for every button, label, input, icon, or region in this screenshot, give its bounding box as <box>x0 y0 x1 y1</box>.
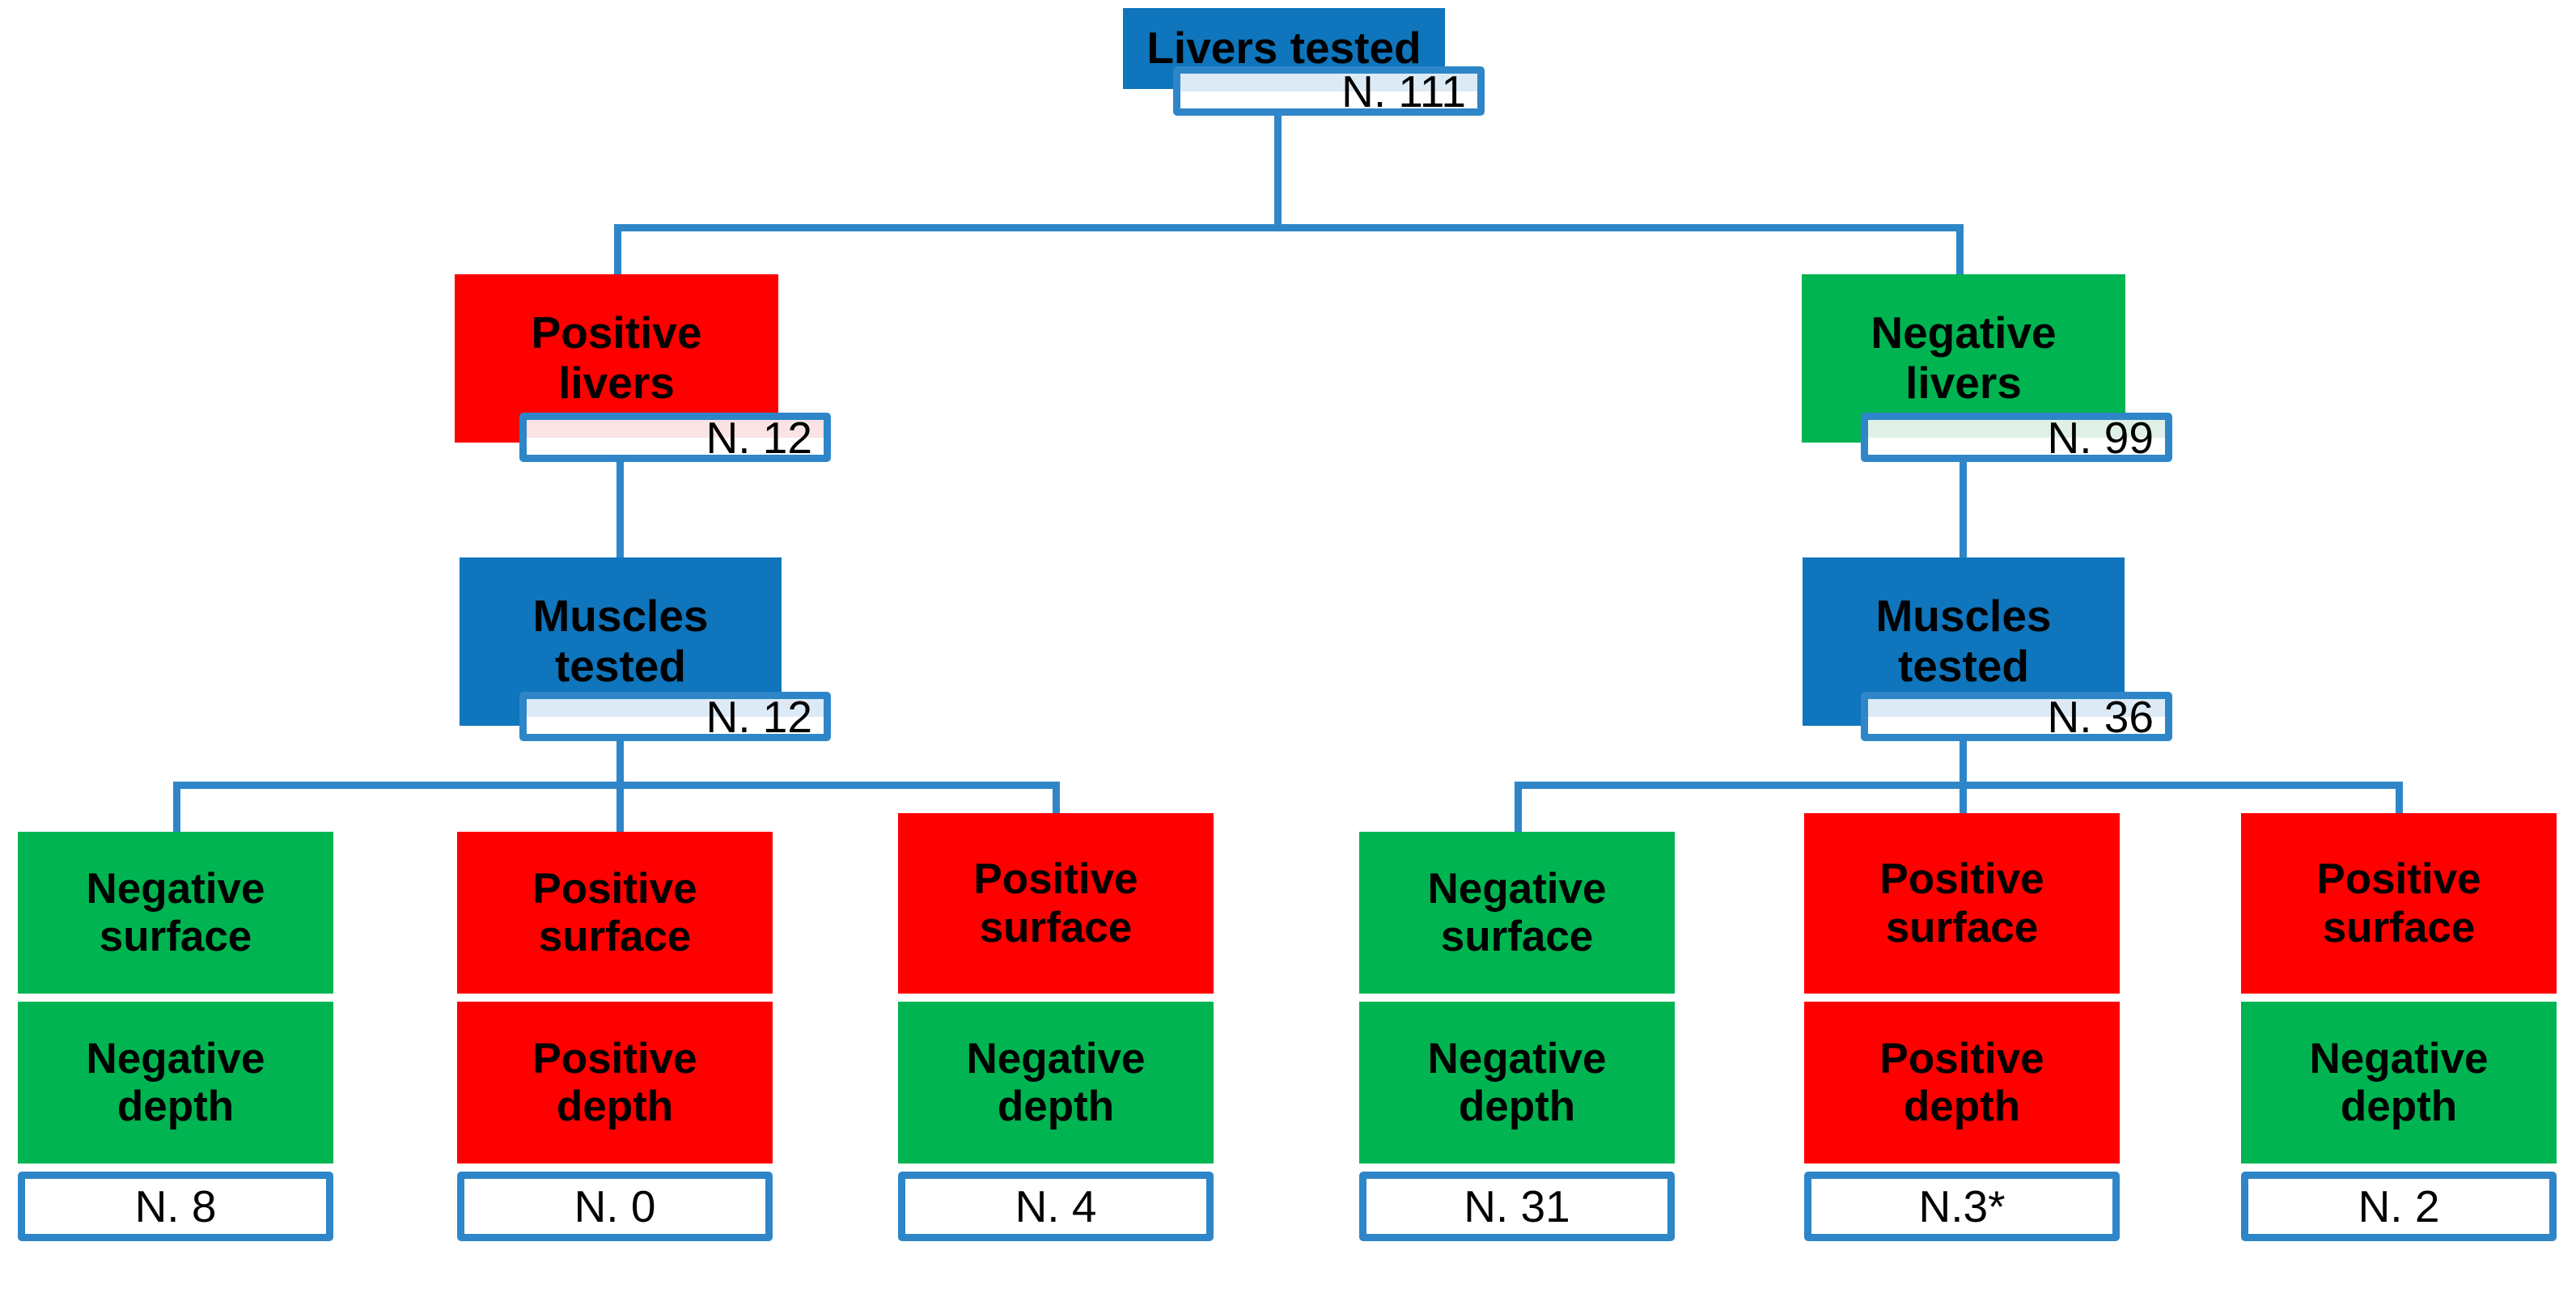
connector-root-to-negative <box>1956 224 1964 274</box>
chip-leaf-4-count: N. 31 <box>1359 1172 1675 1241</box>
chip-leaf-2-value: N. 0 <box>574 1181 656 1231</box>
node-muscles-tested-right-label: Muscles tested <box>1875 591 2052 691</box>
node-muscles-tested-left-label: Muscles tested <box>532 591 709 691</box>
node-leaf-1-depth-label: Negative depth <box>86 1034 265 1130</box>
node-leaf-3-depth-label: Negative depth <box>966 1034 1146 1130</box>
connector-left-branch-1 <box>173 782 180 858</box>
chip-leaf-2-count: N. 0 <box>457 1172 773 1241</box>
node-leaf-3-surface-label: Positive surface <box>973 855 1138 952</box>
connector-root-stem <box>1274 116 1282 229</box>
node-leaf-4-surface: Negative surface <box>1359 832 1675 994</box>
chip-leaf-5-count: N.3* <box>1804 1172 2120 1241</box>
node-livers-tested-label: Livers tested <box>1146 23 1421 74</box>
connector-negative-livers-to-muscles <box>1960 462 1967 557</box>
chip-leaf-1-value: N. 8 <box>134 1181 217 1231</box>
node-leaf-2-surface: Positive surface <box>457 832 773 994</box>
connector-left-muscles-stem <box>616 741 624 858</box>
chip-muscles-tested-right-value: N. 36 <box>2047 691 2154 742</box>
node-leaf-5-surface-label: Positive surface <box>1879 855 2044 952</box>
node-positive-livers-label: Positive livers <box>531 307 702 408</box>
connector-left-muscles-bar <box>173 782 1060 789</box>
node-leaf-4-depth-label: Negative depth <box>1427 1034 1607 1130</box>
node-leaf-6-depth-label: Negative depth <box>2309 1034 2489 1130</box>
node-leaf-2-depth: Positive depth <box>457 1002 773 1163</box>
chip-muscles-tested-left-count: N. 12 <box>519 691 831 742</box>
node-leaf-3-surface: Positive surface <box>898 813 1214 994</box>
chip-leaf-5-value: N.3* <box>1918 1181 2006 1231</box>
connector-right-muscles-stem <box>1960 741 1967 858</box>
chip-positive-livers-count: N. 12 <box>519 412 831 463</box>
node-leaf-6-depth: Negative depth <box>2241 1002 2557 1163</box>
chip-leaf-4-value: N. 31 <box>1464 1181 1570 1231</box>
node-leaf-6-surface: Positive surface <box>2241 813 2557 994</box>
node-leaf-5-depth-label: Positive depth <box>1879 1034 2044 1130</box>
node-leaf-4-surface-label: Negative surface <box>1427 864 1607 960</box>
node-leaf-1-depth: Negative depth <box>18 1002 333 1163</box>
chip-leaf-6-count: N. 2 <box>2241 1172 2557 1241</box>
chip-leaf-3-value: N. 4 <box>1015 1181 1097 1231</box>
node-leaf-2-depth-label: Positive depth <box>532 1034 697 1130</box>
node-leaf-3-depth: Negative depth <box>898 1002 1214 1163</box>
node-leaf-1-surface: Negative surface <box>18 832 333 994</box>
chip-positive-livers-value: N. 12 <box>705 412 812 463</box>
chip-negative-livers-value: N. 99 <box>2047 412 2154 463</box>
chip-leaf-3-count: N. 4 <box>898 1172 1214 1241</box>
node-leaf-2-surface-label: Positive surface <box>532 864 697 960</box>
chip-livers-tested-count: N. 111 <box>1173 66 1485 117</box>
node-leaf-6-surface-label: Positive surface <box>2316 855 2481 952</box>
chip-muscles-tested-left-value: N. 12 <box>705 691 812 742</box>
node-negative-livers-label: Negative livers <box>1871 307 2057 408</box>
connector-right-branch-1 <box>1515 782 1522 858</box>
node-leaf-5-surface: Positive surface <box>1804 813 2120 994</box>
node-leaf-1-surface-label: Negative surface <box>86 864 265 960</box>
connector-positive-livers-to-muscles <box>616 462 624 557</box>
node-leaf-4-depth: Negative depth <box>1359 1002 1675 1163</box>
chip-muscles-tested-right-count: N. 36 <box>1861 691 2172 742</box>
chip-leaf-6-value: N. 2 <box>2358 1181 2440 1231</box>
connector-right-muscles-bar <box>1515 782 2403 789</box>
chip-leaf-1-count: N. 8 <box>18 1172 333 1241</box>
node-leaf-5-depth: Positive depth <box>1804 1002 2120 1163</box>
connector-root-bar <box>614 224 1964 231</box>
chip-livers-tested-value: N. 111 <box>1341 66 1466 117</box>
connector-root-to-positive <box>614 224 621 274</box>
chip-negative-livers-count: N. 99 <box>1861 412 2172 463</box>
